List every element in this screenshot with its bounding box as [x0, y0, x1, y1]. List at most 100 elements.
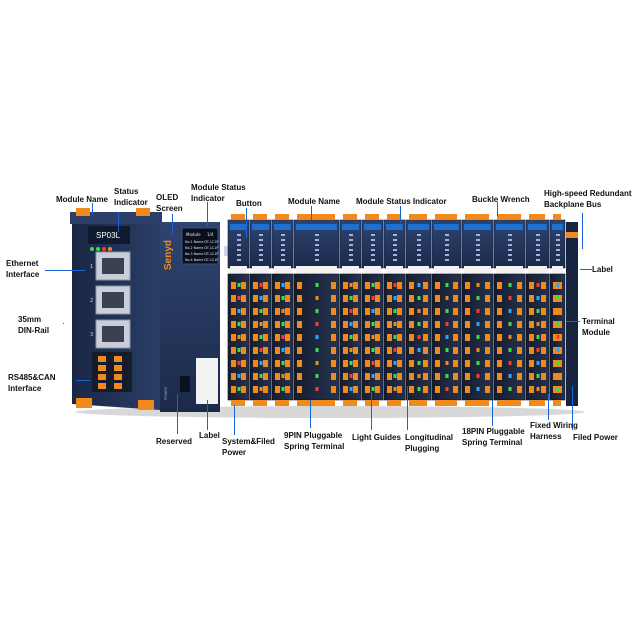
line-9pin — [310, 400, 311, 428]
light-guide — [315, 348, 319, 352]
spring-terminal — [285, 308, 290, 315]
light-guide — [417, 335, 421, 339]
spring-terminal — [529, 360, 534, 367]
spring-terminal — [397, 295, 402, 302]
light-guide — [349, 335, 353, 339]
light-guide — [417, 387, 421, 391]
slice-status-led — [417, 254, 421, 256]
spring-terminal — [387, 373, 392, 380]
line-ethernet — [45, 270, 85, 271]
slice-status-led — [556, 249, 560, 251]
light-guide — [371, 374, 375, 378]
spring-terminal — [485, 386, 490, 393]
slice-clip — [231, 214, 245, 220]
slice-status-led — [315, 259, 319, 261]
spring-terminal — [387, 308, 392, 315]
slice-clip — [343, 214, 357, 220]
callout-ethernet: Ethernet Interface — [6, 259, 40, 279]
light-guide — [417, 348, 421, 352]
spring-terminal — [343, 347, 348, 354]
light-guide — [349, 296, 353, 300]
spring-terminal — [553, 347, 558, 354]
spring-terminal — [275, 386, 280, 393]
spring-terminal — [397, 308, 402, 315]
spring-terminal — [365, 321, 370, 328]
slice-status-led — [393, 259, 397, 261]
spring-terminal — [453, 373, 458, 380]
spring-terminal — [409, 386, 414, 393]
light-guide — [508, 322, 512, 326]
slice-status-led — [393, 239, 397, 241]
end-cap-clip — [566, 232, 578, 238]
spring-terminal — [453, 308, 458, 315]
slice-status-led — [476, 239, 480, 241]
slice-bottom-clip — [297, 400, 335, 406]
light-guide — [508, 296, 512, 300]
light-guide — [349, 283, 353, 287]
spring-terminal — [285, 373, 290, 380]
spring-terminal — [485, 373, 490, 380]
slice-name-plate — [408, 224, 429, 230]
power-label: POWER — [164, 386, 168, 400]
callout-label-right: Label — [592, 265, 613, 274]
spring-terminal — [285, 386, 290, 393]
spring-terminal — [423, 334, 428, 341]
light-guide — [315, 374, 319, 378]
spring-terminal — [465, 282, 470, 289]
slice-status-led — [417, 244, 421, 246]
slice-bottom-clip — [497, 400, 521, 406]
spring-terminal — [253, 360, 258, 367]
io-slice — [271, 214, 294, 406]
spring-terminal — [485, 295, 490, 302]
slice-clip — [409, 214, 427, 220]
slice-status-led — [508, 249, 512, 251]
spring-terminal — [353, 295, 358, 302]
slice-status-led — [445, 259, 449, 261]
line-din — [63, 323, 64, 324]
slice-status-led — [536, 239, 540, 241]
slice-status-led — [556, 239, 560, 241]
spring-terminal — [343, 295, 348, 302]
spring-terminal — [435, 295, 440, 302]
light-guide — [349, 361, 353, 365]
spring-terminal — [387, 386, 392, 393]
slice-label — [274, 266, 291, 274]
slice-status-led — [556, 254, 560, 256]
io-slice — [249, 214, 272, 406]
spring-terminal — [397, 386, 402, 393]
spring-terminal — [297, 334, 302, 341]
slice-bottom-clip — [365, 400, 379, 406]
spring-terminal — [263, 282, 268, 289]
light-guide — [536, 374, 540, 378]
light-guide — [259, 348, 263, 352]
spring-terminal — [485, 360, 490, 367]
rs485-pin — [98, 365, 106, 371]
oled-line-4: No.4 Name DT-1C1P — [185, 258, 218, 262]
spring-terminal — [517, 308, 522, 315]
rs485-pins — [98, 356, 122, 389]
spring-terminal — [465, 360, 470, 367]
slice-bottom-clip — [553, 400, 561, 406]
line-oled — [172, 214, 173, 234]
light-guide — [393, 374, 397, 378]
spring-terminal — [365, 282, 370, 289]
slice-status-led — [445, 244, 449, 246]
spring-terminal — [529, 282, 534, 289]
port-label-3: 3 — [90, 332, 93, 338]
spring-terminal — [253, 282, 258, 289]
line-light-guides — [371, 392, 372, 430]
light-guide — [393, 361, 397, 365]
light-guide — [281, 309, 285, 313]
io-slice — [493, 214, 526, 406]
slice-status-led — [315, 254, 319, 256]
spring-terminal — [423, 347, 428, 354]
callout-longitudinal: Longitudinal Plugging — [405, 433, 453, 453]
spring-terminal — [453, 282, 458, 289]
status-led-1 — [90, 247, 94, 251]
spring-terminal — [465, 386, 470, 393]
slice-label — [528, 266, 547, 274]
slice-name-plate — [386, 224, 403, 230]
callout-button: Button — [236, 199, 262, 208]
light-guide — [445, 296, 449, 300]
spring-terminal — [365, 360, 370, 367]
